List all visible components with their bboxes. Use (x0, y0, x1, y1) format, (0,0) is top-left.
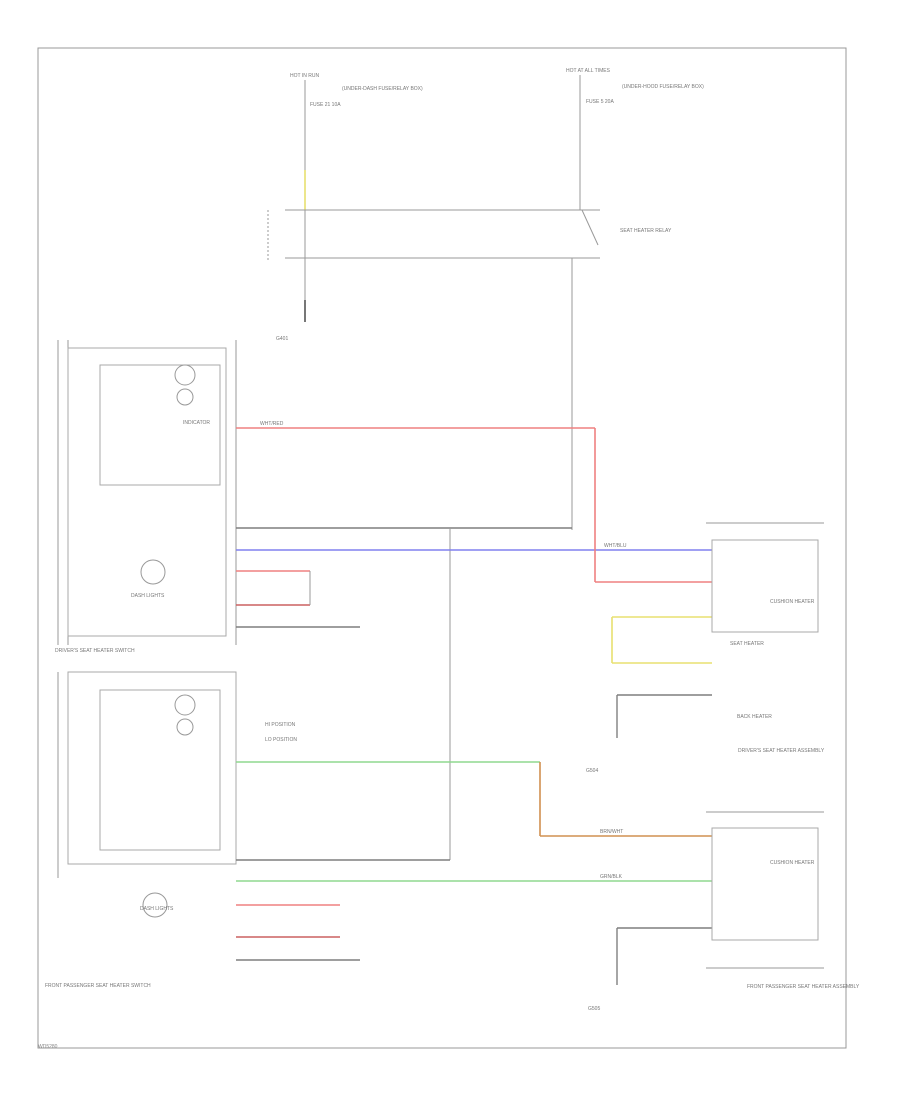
svg-text:(UNDER-HOOD FUSE/RELAY BOX): (UNDER-HOOD FUSE/RELAY BOX) (622, 84, 704, 90)
svg-text:HI POSITION: HI POSITION (265, 722, 296, 728)
svg-text:GRN/BLK: GRN/BLK (600, 874, 623, 880)
svg-text:G401: G401 (276, 336, 288, 342)
fuse-left: HOT IN RUN FUSE 21 10A (UNDER-DASH FUSE/… (290, 73, 423, 210)
svg-text:WHT/RED: WHT/RED (260, 421, 284, 427)
svg-text:SEAT HEATER RELAY: SEAT HEATER RELAY (620, 228, 672, 234)
svg-text:BACK HEATER: BACK HEATER (737, 714, 772, 720)
svg-text:LO POSITION: LO POSITION (265, 737, 297, 743)
seat-heater-relay: SEAT HEATER RELAY (267, 209, 672, 530)
passenger-seat-assembly: CUSHION HEATER FRONT PASSENGER SEAT HEAT… (588, 811, 860, 1012)
fuse-right: HOT AT ALL TIMES FUSE 5 20A (UNDER-HOOD … (566, 68, 704, 210)
svg-text:HOT AT ALL TIMES: HOT AT ALL TIMES (566, 68, 611, 74)
svg-text:CUSHION HEATER: CUSHION HEATER (770, 860, 815, 866)
svg-text:DRIVER'S SEAT HEATER SWITCH: DRIVER'S SEAT HEATER SWITCH (55, 648, 135, 654)
svg-text:DASH LIGHTS: DASH LIGHTS (131, 593, 165, 599)
svg-text:FRONT PASSENGER SEAT HEATER SW: FRONT PASSENGER SEAT HEATER SWITCH (45, 983, 151, 989)
wires: WHT/RED WHT/BLU BRN/WHT GRN/BLK (236, 421, 712, 985)
svg-text:G505: G505 (588, 1006, 600, 1012)
passenger-switch: DASH LIGHTS HI POSITION LO POSITION FRON… (45, 671, 297, 989)
diagram-id: WD5280 (38, 1044, 58, 1050)
svg-text:FUSE 21 10A: FUSE 21 10A (310, 102, 341, 108)
svg-text:INDICATOR: INDICATOR (183, 420, 210, 426)
svg-text:WHT/BLU: WHT/BLU (604, 543, 627, 549)
svg-text:G504: G504 (586, 768, 598, 774)
svg-text:BRN/WHT: BRN/WHT (600, 829, 623, 835)
ground-top: G401 (276, 300, 306, 342)
svg-text:FUSE 5 20A: FUSE 5 20A (586, 99, 614, 105)
driver-seat-assembly: CUSHION HEATER SEAT HEATER BACK HEATER D… (586, 522, 825, 774)
svg-text:FRONT PASSENGER SEAT HEATER AS: FRONT PASSENGER SEAT HEATER ASSEMBLY (747, 984, 860, 990)
svg-text:DRIVER'S SEAT HEATER ASSEMBLY: DRIVER'S SEAT HEATER ASSEMBLY (738, 748, 825, 754)
diagram-frame (37, 47, 847, 1049)
svg-text:CUSHION HEATER: CUSHION HEATER (770, 599, 815, 605)
svg-text:DASH LIGHTS: DASH LIGHTS (140, 906, 174, 912)
svg-text:(UNDER-DASH FUSE/RELAY BOX): (UNDER-DASH FUSE/RELAY BOX) (342, 86, 423, 92)
driver-switch: DASH LIGHTS INDICATOR DRIVER'S SEAT HEAT… (55, 340, 237, 654)
svg-text:HOT IN RUN: HOT IN RUN (290, 73, 319, 79)
svg-text:SEAT HEATER: SEAT HEATER (730, 641, 764, 647)
